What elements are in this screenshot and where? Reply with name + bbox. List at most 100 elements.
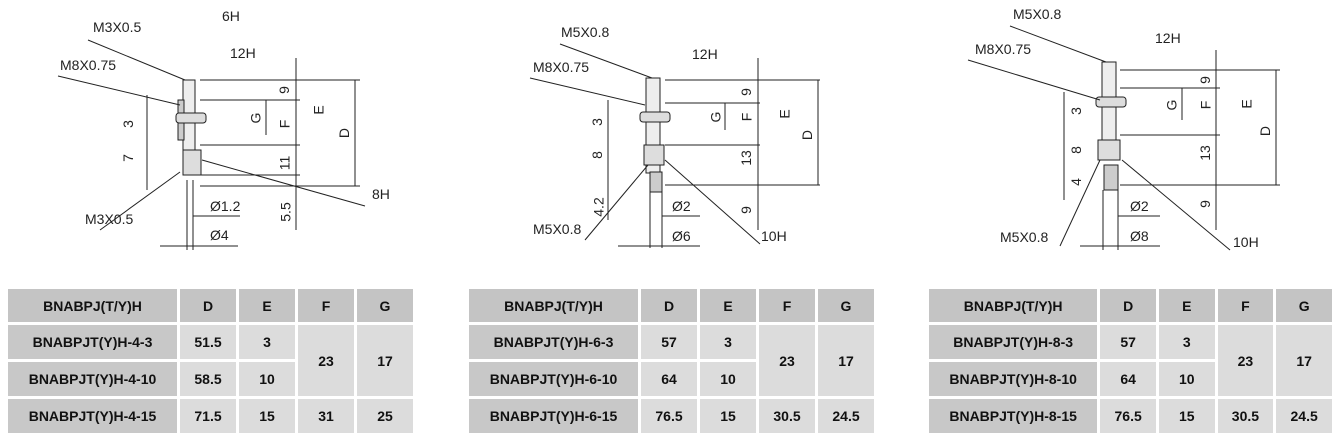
table-cell: 64 xyxy=(641,362,697,396)
column-header: F xyxy=(298,289,354,322)
column-header: F xyxy=(1217,289,1274,322)
table-cell: 24.5 xyxy=(818,399,874,433)
column-header: D xyxy=(180,289,236,322)
dimension-label: 5.5 xyxy=(277,202,294,222)
table-cell: BNABPJT(Y)H-8-3 xyxy=(929,325,1098,359)
table-cell: 3 xyxy=(239,325,295,359)
table-cell: 10 xyxy=(239,362,295,396)
dimension-label: G xyxy=(707,111,724,123)
dimension-label: D xyxy=(1257,125,1274,137)
drawing-6mm xyxy=(529,43,820,248)
callout-label: M8X0.75 xyxy=(533,59,590,75)
dimension-label: 9 xyxy=(1196,200,1213,208)
table-cell: 57 xyxy=(1100,325,1156,359)
table-cell: 23 xyxy=(759,325,815,396)
table-cell: 17 xyxy=(1276,325,1332,396)
table-cell: 17 xyxy=(818,325,874,396)
technical-drawings xyxy=(57,25,1280,251)
dimension-label: 13 xyxy=(1196,145,1213,161)
table-cell: 15 xyxy=(239,399,295,433)
dimension-label: D xyxy=(799,129,816,141)
column-header: BNABPJ(T/Y)H xyxy=(8,289,177,322)
dimension-label: Ø2 xyxy=(1130,198,1149,214)
table-cell: BNABPJT(Y)H-4-3 xyxy=(8,325,177,359)
table-cell: 76.5 xyxy=(1100,399,1156,433)
dimension-label: D xyxy=(336,127,353,139)
dimension-label: 13 xyxy=(737,150,754,166)
column-header: BNABPJ(T/Y)H xyxy=(469,289,638,322)
dimension-label: 3 xyxy=(1067,107,1084,115)
column-header: E xyxy=(239,289,295,322)
dimension-label: 8 xyxy=(588,151,605,159)
callout-label: 6H xyxy=(222,8,240,24)
dimension-label: 7 xyxy=(119,154,136,162)
table-cell: 71.5 xyxy=(180,399,236,433)
callout-label: M3X0.5 xyxy=(85,211,134,227)
table-cell: 64 xyxy=(1100,362,1156,396)
dimension-label: F xyxy=(1197,100,1214,110)
table-cell: BNABPJT(Y)H-4-15 xyxy=(8,399,177,433)
table-cell: 10 xyxy=(1158,362,1215,396)
callout-label: 8H xyxy=(372,186,390,202)
dimension-label: F xyxy=(276,119,293,129)
table-cell: BNABPJT(Y)H-8-10 xyxy=(929,362,1098,396)
dimension-label: Ø2 xyxy=(672,198,691,214)
dimension-label: G xyxy=(1163,99,1180,111)
callout-label: 12H xyxy=(1155,30,1181,46)
dimension-label: 9 xyxy=(275,86,292,94)
table-cell: BNABPJT(Y)H-4-10 xyxy=(8,362,177,396)
dimension-label: 11 xyxy=(276,155,293,171)
table-cell: 24.5 xyxy=(1276,399,1332,433)
table-cell: 76.5 xyxy=(641,399,697,433)
dimension-label: Ø6 xyxy=(672,228,691,244)
table-cell: 3 xyxy=(1158,325,1215,359)
column-header: D xyxy=(641,289,697,322)
drawing-4mm xyxy=(57,39,366,250)
dimension-label: Ø4 xyxy=(210,227,229,243)
dimension-label: E xyxy=(1238,99,1255,109)
callout-label: M5X0.8 xyxy=(533,221,582,237)
table-cell: 51.5 xyxy=(180,325,236,359)
table-cell: 58.5 xyxy=(180,362,236,396)
table-cell: 57 xyxy=(641,325,697,359)
callout-label: M8X0.75 xyxy=(60,57,117,73)
table-cell: 23 xyxy=(1217,325,1274,396)
table-cell: BNABPJT(Y)H-6-15 xyxy=(469,399,638,433)
table-cell: 31 xyxy=(298,399,354,433)
column-header: E xyxy=(700,289,756,322)
table-cell: 10 xyxy=(700,362,756,396)
dimension-label: Ø1.2 xyxy=(210,198,241,214)
column-header: D xyxy=(1100,289,1156,322)
table-cell: BNABPJT(Y)H-6-3 xyxy=(469,325,638,359)
table-cell: 15 xyxy=(1158,399,1215,433)
callout-label: M5X0.8 xyxy=(1000,229,1049,245)
drawing-8mm xyxy=(967,25,1280,251)
column-header: BNABPJ(T/Y)H xyxy=(929,289,1098,322)
callout-label: M3X0.5 xyxy=(93,19,142,35)
callout-label: M5X0.8 xyxy=(1013,6,1062,22)
dimension-label: E xyxy=(776,109,793,119)
callout-label: 10H xyxy=(1233,234,1259,250)
callout-label: 12H xyxy=(692,46,718,62)
dimension-label: 4.2 xyxy=(590,197,607,217)
table-cell: 25 xyxy=(357,399,413,433)
dimension-label: 8 xyxy=(1067,146,1084,154)
callout-label: 10H xyxy=(761,228,787,244)
table-cell: 23 xyxy=(298,325,354,396)
column-header: E xyxy=(1158,289,1215,322)
callout-label: M5X0.8 xyxy=(561,24,610,40)
dimension-label: Ø8 xyxy=(1130,228,1149,244)
table-cell: 17 xyxy=(357,325,413,396)
callout-label: M8X0.75 xyxy=(975,41,1032,57)
